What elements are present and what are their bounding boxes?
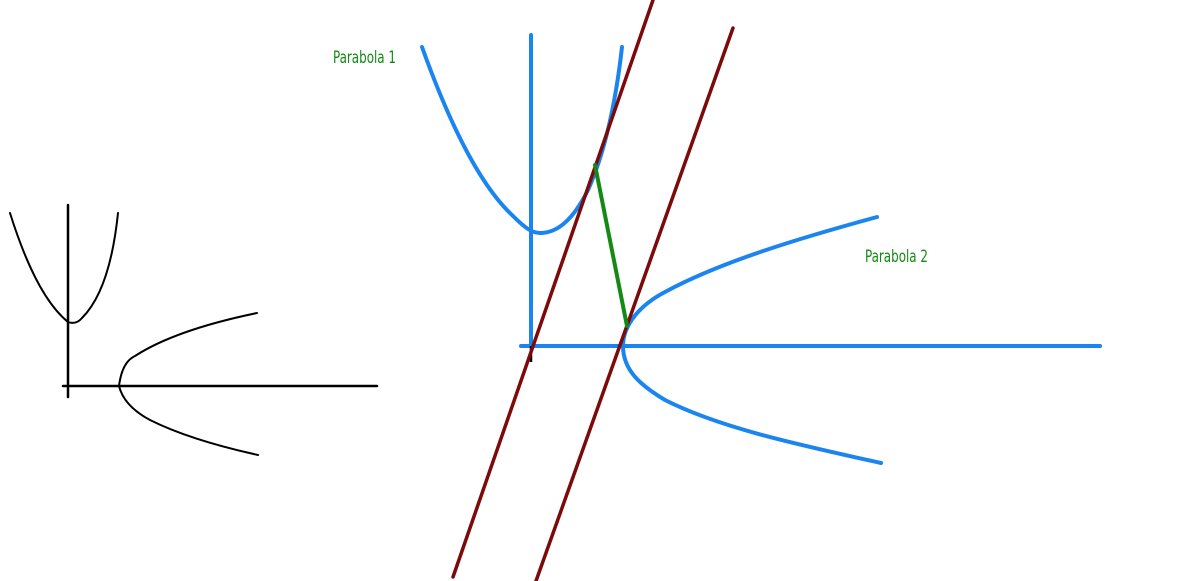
parabola-1-label: Parabola 1: [333, 48, 396, 68]
parallel-line-1: [451, 0, 655, 579]
parallel-line-2: [534, 26, 735, 581]
left-sideways-parabola-upper: [118, 312, 258, 387]
parabola-1-curve: [420, 45, 624, 236]
right-axes: [519, 33, 1102, 348]
left-sketch: [9, 203, 379, 456]
left-upward-parabola: [9, 212, 119, 324]
shortest-distance-segment: [593, 163, 629, 328]
parabola-2-upper-branch: [621, 215, 879, 348]
parabola-2-label: Parabola 2: [865, 247, 928, 267]
parabola-2-lower-branch: [621, 344, 883, 465]
left-sideways-parabola-lower: [118, 385, 259, 456]
